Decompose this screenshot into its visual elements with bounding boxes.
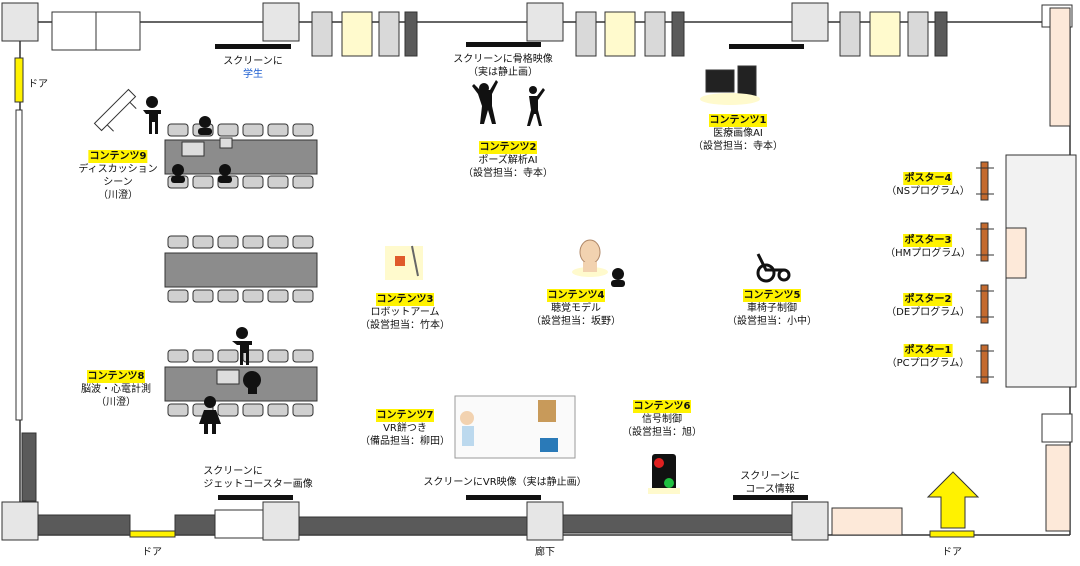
chair [217,349,239,363]
chair [242,403,264,417]
chair [267,403,289,417]
bottom-white-box [214,509,264,539]
chair [267,123,289,137]
pillars [1,2,1073,541]
cabinet-topleft [51,11,97,51]
content-2-label: コンテンツ2 ポーズ解析AI （設営担当：寺本） [463,141,553,179]
chair [292,349,314,363]
screen-3-label: スクリーンに ジェットコースター画像 [203,466,313,490]
chair [167,235,189,249]
screens [215,42,808,500]
bottom-peach [831,507,903,536]
screen-4-label: スクリーンにVR映像（実は静止画） [423,477,587,488]
content-1-label: コンテンツ1 医療画像AI （設営担当：寺本） [693,114,783,152]
right-peach-mid [1005,227,1027,279]
chair [267,175,289,189]
screen-5-label: スクリーンに コース情報 [740,471,800,495]
screen-2-label: スクリーンに骨格映像 （実は静止画） [453,54,553,78]
left-wall-panel [15,109,23,421]
chair [292,403,314,417]
left-door-label: ドア [28,79,48,90]
person-icon-c8-top [232,327,252,365]
chair [217,235,239,249]
right-peach-top [1049,7,1071,127]
monitor-pc-icon [700,65,760,105]
chair [292,289,314,303]
table-bottom [164,366,318,402]
chair [242,289,264,303]
chair [292,175,314,189]
content-3-label: コンテンツ3 ロボットアーム （設営担当：竹本） [360,293,450,331]
left-dark-panel [21,432,37,502]
chair [167,349,189,363]
right-peach-bottom [1045,444,1071,532]
chair [242,123,264,137]
table-mid [164,252,318,288]
person-icon-c8-bottom [199,396,221,434]
chair [292,123,314,137]
content-7-label: コンテンツ7 VR餅つき （備品担当：柳田） [360,409,450,447]
left-door[interactable] [14,57,24,103]
chair [192,289,214,303]
brain-head-icon [243,371,261,394]
poster-3-label: ポスター3 （HMプログラム） [885,234,971,259]
bottom-door-left[interactable] [129,530,176,538]
chair [267,289,289,303]
content-5-label: コンテンツ5 車椅子制御 （設営担当：小中） [727,289,817,327]
content-8-label: コンテンツ8 脳波・心電計測 （川澄） [81,370,151,408]
chair [242,175,264,189]
dummy-head-icon [572,239,608,277]
poster-1-label: ポスター1 （PCプログラム） [886,344,970,369]
cabinet-topleft-2 [95,11,141,51]
vr-mochi-icon [454,395,576,459]
content-4-label: コンテンツ4 聴覚モデル （設営担当：坂野） [531,289,621,327]
robot-arm-icon [385,245,423,280]
whiteboard-icon [93,88,137,132]
chair [167,289,189,303]
chair [217,123,239,137]
headphone-person-icons [171,116,625,287]
corridor-label: 廊下 [535,547,555,558]
wheelchair-icon [756,253,791,283]
poster-boards [980,161,989,384]
laptop-icon [181,137,240,385]
bottom-right-door-label: ドア [942,547,962,558]
chair [192,349,214,363]
bottom-left-door-label: ドア [142,547,162,558]
chair [217,403,239,417]
content-6-label: コンテンツ6 信号制御 （設営担当：旭） [622,400,702,438]
chair [167,123,189,137]
chair [192,235,214,249]
chair [292,235,314,249]
bottom-door-right[interactable] [929,530,975,538]
bottom-wall-1 [37,514,131,536]
bottom-wall-3 [562,514,793,534]
poster-4-label: ポスター4 （NSプログラム） [886,172,970,197]
chair [267,349,289,363]
traffic-light-icon [648,454,680,494]
top-lockers [311,11,948,57]
poster-2-label: ポスター2 （DEプログラム） [886,293,970,318]
chairs [167,123,314,417]
person-icon-c9 [143,96,161,134]
screen-1-label: スクリーンに 学生 [223,56,283,80]
bottom-wall-2 [298,516,528,536]
chair [192,175,214,189]
chair [217,289,239,303]
pose-silhouettes [472,80,545,126]
chair [242,235,264,249]
chair [267,235,289,249]
entrance-arrow [926,471,980,529]
chair [167,403,189,417]
content-9-label: コンテンツ9 ディスカッション シーン （川澄） [78,150,158,201]
